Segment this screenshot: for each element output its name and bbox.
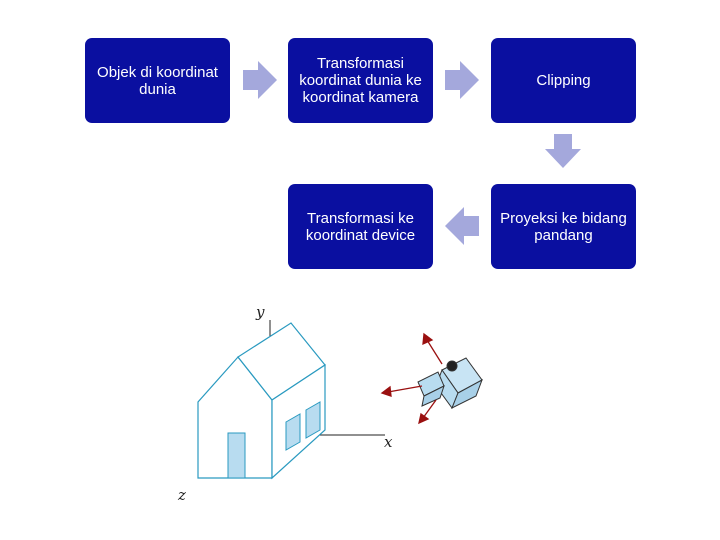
axis-z-label: z [177,486,186,504]
arrow-left-icon [445,207,479,245]
axis-y-label: y [255,303,265,321]
house-window [285,413,301,451]
step-world-coordinates-label: Objek di koordinat dunia [97,63,218,98]
step-device-transform-box: Transformasi ke koordinat device [288,184,433,269]
step-camera-transform-label: Transformasi koordinat dunia ke koordina… [299,55,422,106]
step-world-coordinates-box: Objek di koordinat dunia [85,38,230,123]
arrow-right-icon [445,61,479,99]
step-clipping-box: Clipping [491,38,636,123]
step-projection-label: Proyeksi ke bidang pandang [500,209,627,244]
step-projection-box: Proyeksi ke bidang pandang [491,184,636,269]
house-camera-illustration: y x z [177,303,483,504]
arrow-down-icon [545,134,581,168]
axis-x-label: x [384,433,393,451]
step-clipping-label: Clipping [536,72,591,89]
arrow-right-icon [243,61,277,99]
camera-icon [417,357,483,410]
step-camera-transform-box: Transformasi koordinat dunia ke koordina… [288,38,433,123]
house-icon [197,322,326,480]
house-window [305,401,321,439]
house-door [227,432,246,479]
camera-orientation-arrows [380,332,443,425]
step-device-transform-label: Transformasi ke koordinat device [305,209,416,244]
